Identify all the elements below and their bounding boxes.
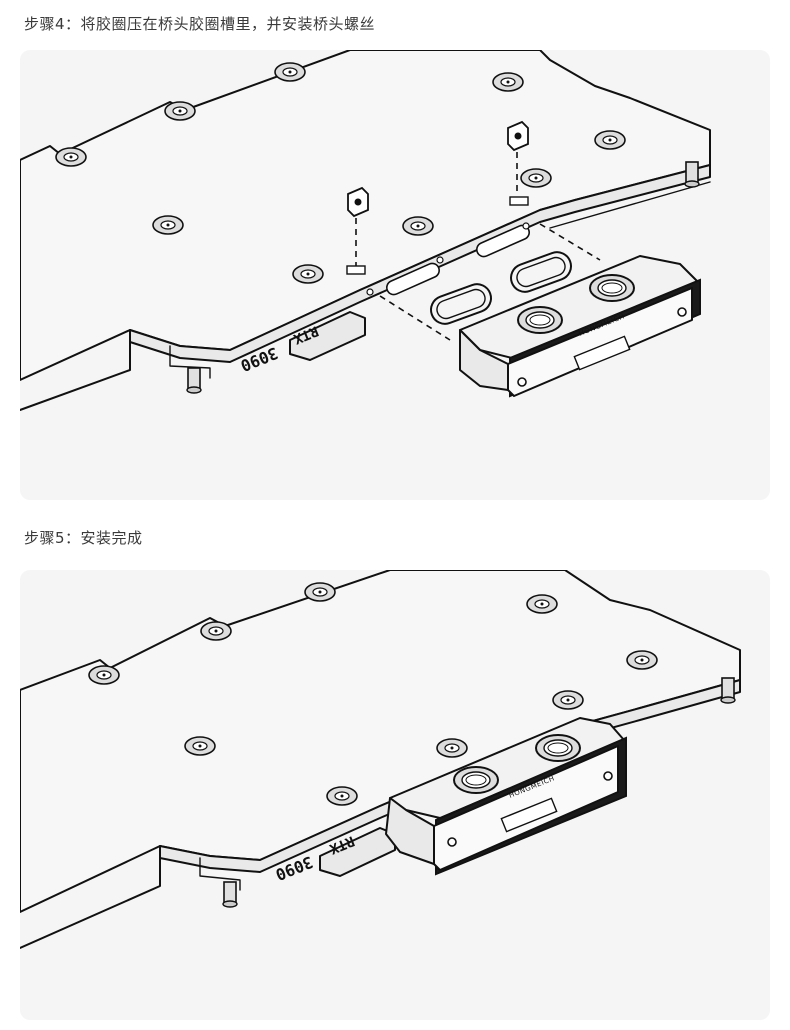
bridge-port-right (589, 274, 635, 302)
cold-plate-top (20, 570, 741, 913)
bridge-screw-hole-right (603, 771, 613, 781)
bridge-nut-right (507, 120, 529, 196)
step-5-drawing: 3090 RTX HONGMEICH (20, 570, 741, 949)
standoff-left (186, 367, 202, 394)
bridge-screw-hole-left (517, 377, 527, 387)
bridge-screw-hole-right (677, 307, 687, 317)
bridge-screw-hole-left (447, 837, 457, 847)
bridge-label-plate (500, 797, 558, 833)
cold-plate-edge (129, 164, 711, 363)
screw-holes (88, 582, 658, 806)
bridge-label-plate (573, 335, 631, 371)
screw-holes (55, 62, 626, 284)
gasket-ring-left (430, 283, 492, 325)
step-5-illustration: 3090 RTX HONGMEICH (20, 570, 770, 1020)
step-4-drawing: 3090 RTX HONGMEICH (20, 50, 711, 411)
gasket-ring-right (510, 251, 572, 293)
bridge-block: HONGMEICH (459, 255, 701, 398)
bridge-nut-left (347, 186, 369, 266)
standoff-left (222, 881, 238, 908)
plate-lip (20, 329, 131, 411)
standoff-right (720, 677, 736, 704)
bridge-port-left (453, 766, 499, 794)
step-4-illustration: 3090 RTX HONGMEICH (20, 50, 770, 500)
step-4-title: 步骤4：将胶圈压在桥头胶圈槽里，并安装桥头螺丝 (24, 15, 376, 33)
bridge-port-left (517, 306, 563, 334)
bridge-port-right (535, 734, 581, 762)
standoff-right (684, 161, 700, 188)
bridge-block-installed: HONGMEICH (385, 717, 627, 876)
step-5-title: 步骤5：安装完成 (24, 529, 143, 547)
